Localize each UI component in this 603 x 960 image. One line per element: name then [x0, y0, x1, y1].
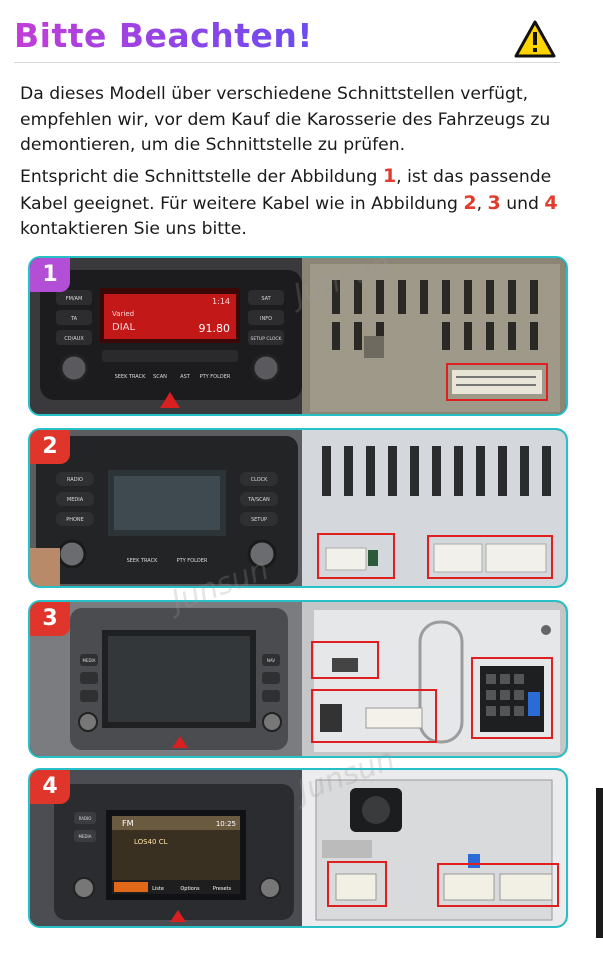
- figure-ref-3: 3: [487, 191, 501, 214]
- page-title: Bitte Beachten!: [14, 16, 313, 55]
- btn-label: PTY FOLDER: [200, 374, 231, 380]
- btn-label: SEEK TRACK: [115, 374, 147, 380]
- btn-label: MEDIA: [67, 497, 84, 503]
- figure-panel-4: FM 10:25 LOS40 CL Liste Options Presets …: [28, 768, 568, 928]
- radio-photo-1: 1:14 Varied DIAL 91.80 FM/AM TA CD/AUX S…: [30, 258, 303, 414]
- btn-label: Presets: [213, 886, 232, 892]
- btn-label: SCAN: [153, 374, 167, 380]
- btn-label: SETUP CLOCK: [250, 336, 282, 342]
- notice-paragraph-2: Entspricht die Schnittstelle der Abbildu…: [20, 164, 580, 243]
- figure-badge-3: 3: [30, 602, 70, 636]
- connector-photo-1: [302, 258, 566, 414]
- figure-badge-4: 4: [30, 770, 70, 804]
- btn-label: AST: [180, 374, 191, 380]
- display-time: 1:14: [212, 297, 230, 306]
- btn-label: RADIO: [79, 816, 92, 821]
- edge-strip: [596, 788, 603, 938]
- btn-label: SETUP: [251, 517, 267, 523]
- connector-photo-2: [302, 430, 566, 586]
- radio-photo-4: FM 10:25 LOS40 CL Liste Options Presets …: [30, 770, 303, 926]
- figure-ref-2: 2: [463, 191, 477, 214]
- btn-label: Options: [180, 886, 200, 892]
- btn-label: MEDIA: [79, 834, 92, 839]
- figure-panel-3: MEDIA NAV 3: [28, 600, 568, 758]
- figure-ref-4: 4: [544, 191, 558, 214]
- connector-photo-3: [302, 602, 566, 756]
- btn-label: INFO: [260, 316, 272, 322]
- btn-label: SAT: [261, 296, 271, 302]
- display-band: FM: [122, 819, 134, 828]
- btn-label: PTY FOLDER: [177, 558, 208, 564]
- warning-icon: [514, 20, 556, 58]
- radio-photo-2: RADIO MEDIA PHONE CLOCK TA/SCAN SETUP SE…: [30, 430, 303, 586]
- figure-badge-2: 2: [30, 430, 70, 464]
- notice-text: Entspricht die Schnittstelle der Abbildu…: [20, 167, 383, 187]
- connector-photo-4: [302, 770, 566, 926]
- divider: [14, 62, 560, 63]
- btn-label: FM/AM: [66, 296, 83, 302]
- btn-label: CD/AUX: [64, 336, 84, 342]
- btn-label: RADIO: [67, 477, 83, 483]
- btn-label: PHONE: [66, 517, 84, 523]
- btn-label: NAV: [267, 658, 275, 663]
- radio-photo-3: MEDIA NAV: [30, 602, 303, 756]
- btn-label: Liste: [152, 886, 164, 892]
- notice-text: kontaktieren Sie uns bitte.: [20, 219, 247, 239]
- display-time: 10:25: [216, 820, 236, 828]
- btn-label: TA/SCAN: [247, 497, 270, 503]
- figure-ref-1: 1: [382, 165, 397, 187]
- display-frequency: 91.80: [199, 322, 231, 335]
- figure-badge-1: 1: [30, 258, 70, 292]
- conjunction: und: [500, 193, 545, 214]
- separator: ,: [476, 193, 488, 214]
- btn-label: MEDIA: [83, 658, 96, 663]
- btn-label: TA: [70, 316, 78, 322]
- figure-panel-1: 1:14 Varied DIAL 91.80 FM/AM TA CD/AUX S…: [28, 256, 568, 416]
- btn-label: SEEK TRACK: [127, 558, 159, 564]
- notice-paragraph-1: Da dieses Modell über verschiedene Schni…: [20, 84, 551, 155]
- figure-panel-2: RADIO MEDIA PHONE CLOCK TA/SCAN SETUP SE…: [28, 428, 568, 588]
- display-label: DIAL: [112, 322, 135, 333]
- notice-text: , ist das passende Kabel geeignet. Für w…: [20, 167, 552, 214]
- display-rds: Varied: [112, 310, 134, 318]
- display-station: LOS40 CL: [134, 838, 168, 846]
- btn-label: CLOCK: [251, 477, 269, 483]
